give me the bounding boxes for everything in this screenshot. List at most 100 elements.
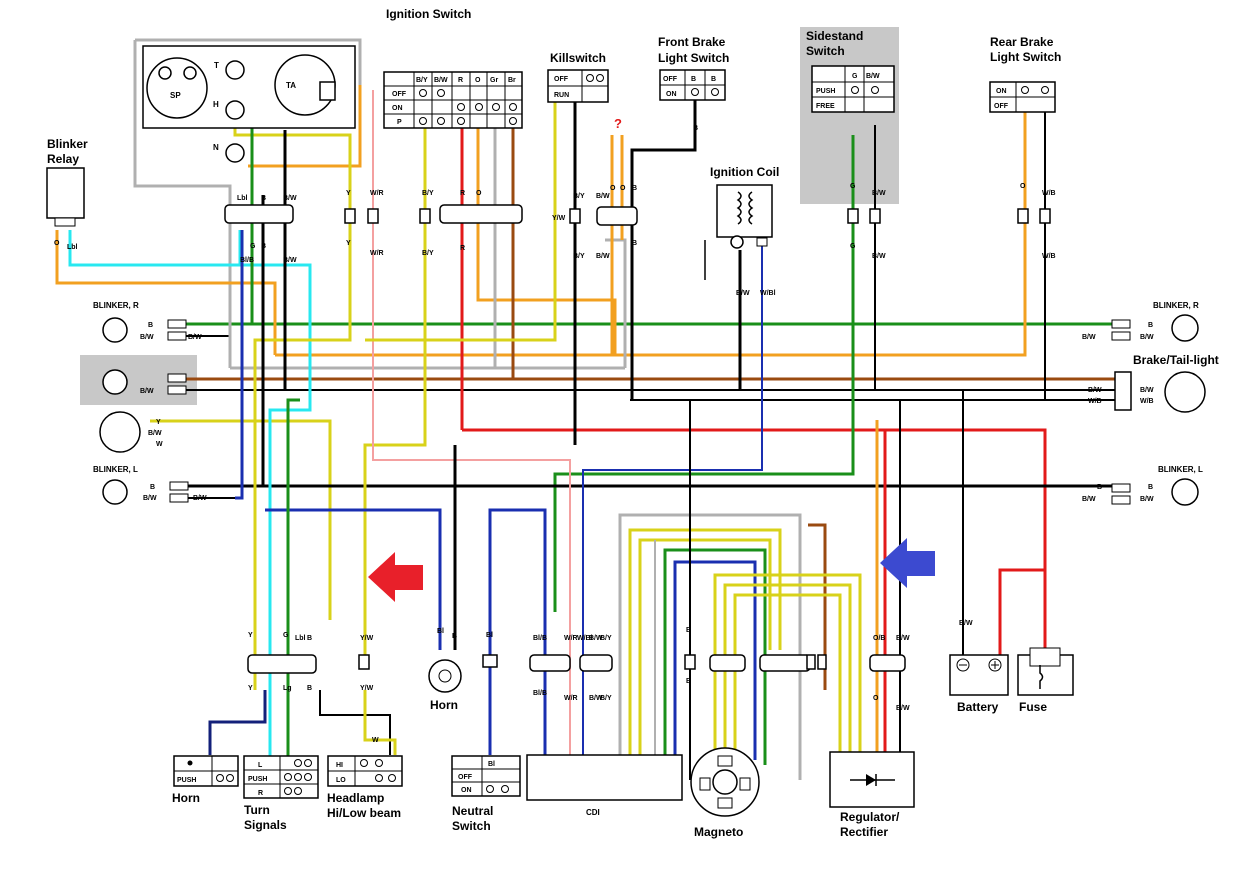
svg-text:B/W: B/W bbox=[434, 77, 448, 84]
svg-text:Lbl: Lbl bbox=[67, 244, 78, 251]
svg-text:B/Y: B/Y bbox=[573, 193, 585, 200]
svg-text:B: B bbox=[693, 125, 698, 132]
svg-text:B/W: B/W bbox=[736, 290, 750, 297]
headlamp-label-2: Hi/Low beam bbox=[327, 806, 401, 820]
blinker-relay-label-1: Blinker bbox=[47, 137, 88, 151]
svg-text:B/W: B/W bbox=[1140, 387, 1154, 394]
svg-text:G: G bbox=[850, 243, 856, 250]
indicator-t bbox=[225, 60, 245, 80]
connector-ignition bbox=[439, 204, 523, 224]
svg-text:ON: ON bbox=[996, 88, 1007, 95]
wire-darkblue-switch bbox=[208, 690, 267, 755]
svg-text:HI: HI bbox=[336, 762, 343, 769]
svg-text:FREE: FREE bbox=[816, 103, 835, 110]
svg-text:R: R bbox=[460, 245, 465, 252]
svg-text:W/R: W/R bbox=[370, 190, 384, 197]
killswitch-label: Killswitch bbox=[550, 51, 606, 65]
svg-text:Lbl: Lbl bbox=[237, 195, 248, 202]
wire-black-front bbox=[630, 100, 697, 400]
blinker-relay-label-2: Relay bbox=[47, 152, 79, 166]
svg-text:B/W: B/W bbox=[140, 388, 154, 395]
svg-text:OFF: OFF bbox=[458, 774, 473, 781]
svg-text:B/W: B/W bbox=[872, 253, 886, 260]
svg-text:T: T bbox=[214, 61, 219, 70]
svg-text:PUSH: PUSH bbox=[816, 88, 835, 95]
killswitch-table: OFF RUN bbox=[547, 69, 609, 103]
sidestand-label-2: Switch bbox=[806, 44, 845, 58]
svg-text:R: R bbox=[460, 190, 465, 197]
rear-brake-table: ON OFF bbox=[989, 81, 1056, 113]
wire-yellow-gauge bbox=[233, 110, 352, 690]
svg-text:O/B: O/B bbox=[873, 635, 885, 642]
svg-text:W: W bbox=[156, 441, 163, 448]
svg-text:W/R: W/R bbox=[564, 695, 578, 702]
svg-text:B: B bbox=[632, 240, 637, 247]
svg-text:B: B bbox=[150, 484, 155, 491]
red-arrow bbox=[368, 552, 423, 602]
magneto-label: Magneto bbox=[694, 825, 743, 839]
turn-signals-label-2: Signals bbox=[244, 818, 287, 832]
svg-text:Lg: Lg bbox=[283, 685, 292, 692]
svg-text:W/B: W/B bbox=[1042, 253, 1056, 260]
neutral-switch-table: Bl OFF ON bbox=[451, 755, 521, 797]
svg-text:OFF: OFF bbox=[663, 76, 678, 83]
neutral-label-1: Neutral bbox=[452, 804, 493, 818]
connector-mag-2 bbox=[759, 654, 811, 672]
svg-text:ON: ON bbox=[392, 105, 403, 112]
fuse bbox=[1017, 647, 1074, 696]
front-brake-label-2: Light Switch bbox=[658, 51, 729, 65]
question-mark: ? bbox=[614, 116, 622, 131]
svg-text:B/W: B/W bbox=[1082, 334, 1096, 341]
svg-text:ON: ON bbox=[461, 787, 472, 794]
svg-text:H: H bbox=[213, 100, 219, 109]
svg-text:OFF: OFF bbox=[994, 103, 1009, 110]
ignition-coil bbox=[704, 184, 773, 280]
cdi-label: CDI bbox=[586, 808, 600, 817]
gauge-cluster: SP TA T H N bbox=[142, 45, 356, 163]
svg-text:G: G bbox=[852, 73, 858, 80]
svg-text:Y: Y bbox=[156, 419, 161, 426]
sidestand-label-1: Sidestand bbox=[806, 29, 863, 43]
svg-text:Y: Y bbox=[248, 685, 253, 692]
blinker-r-right-lamp bbox=[1171, 314, 1199, 342]
wire-gray-mag bbox=[618, 513, 802, 780]
turn-switch-table: L PUSH R bbox=[243, 755, 319, 799]
svg-text:Bl/B: Bl/B bbox=[240, 257, 254, 264]
fuse-label: Fuse bbox=[1019, 700, 1047, 714]
svg-text:Y/W: Y/W bbox=[360, 635, 374, 642]
svg-text:O: O bbox=[475, 77, 481, 84]
svg-text:PUSH: PUSH bbox=[248, 776, 267, 783]
connector-reg bbox=[869, 654, 906, 672]
wire-code-labels: B B/W B/W B/W Y B/W W B B/W B/W B B/W B/… bbox=[54, 125, 1154, 744]
regulator-label-2: Rectifier bbox=[840, 825, 888, 839]
svg-text:B: B bbox=[1148, 322, 1153, 329]
svg-text:W/R: W/R bbox=[370, 250, 384, 257]
wire-yellow-headlamp bbox=[363, 690, 397, 755]
wire-yellow-kill bbox=[365, 100, 557, 342]
wire-orange-ignition bbox=[476, 110, 617, 355]
wire-brown-mag bbox=[808, 523, 827, 690]
speedo-label: SP bbox=[170, 91, 181, 100]
svg-text:Br: Br bbox=[508, 77, 516, 84]
wire-blue-wbl bbox=[582, 245, 763, 755]
svg-text:O: O bbox=[476, 190, 482, 197]
svg-text:G: G bbox=[250, 243, 256, 250]
blinker-l-right-label: BLINKER, L bbox=[1158, 465, 1203, 474]
svg-text:O: O bbox=[873, 695, 879, 702]
regulator-label-1: Regulator/ bbox=[840, 810, 900, 824]
svg-text:B: B bbox=[261, 243, 266, 250]
svg-text:B/W: B/W bbox=[188, 334, 202, 341]
tail-lamp-left bbox=[102, 369, 128, 395]
svg-text:B/Y: B/Y bbox=[416, 77, 428, 84]
svg-text:Lbl: Lbl bbox=[295, 635, 306, 642]
connector-kill bbox=[596, 206, 638, 226]
wire-yellow-mag-1 bbox=[628, 528, 782, 755]
connector-gauge bbox=[224, 204, 294, 224]
svg-text:B/W: B/W bbox=[143, 495, 157, 502]
svg-text:Y: Y bbox=[346, 240, 351, 247]
neutral-label-2: Switch bbox=[452, 819, 491, 833]
svg-text:B: B bbox=[686, 678, 691, 685]
svg-text:Y: Y bbox=[346, 190, 351, 197]
svg-text:B/W: B/W bbox=[589, 635, 603, 642]
